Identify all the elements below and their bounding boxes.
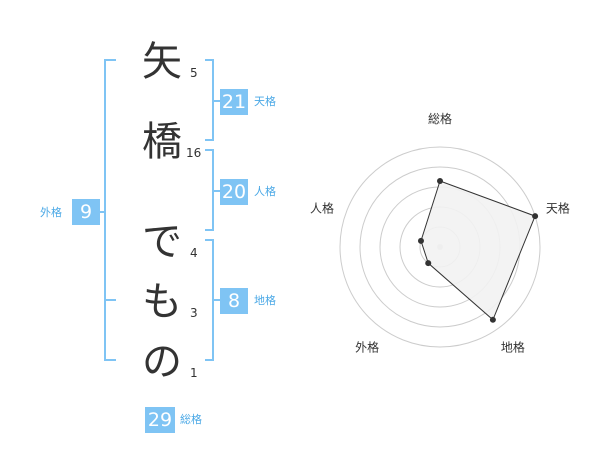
tenkaku-label: 天格 xyxy=(254,95,276,108)
radar-point-5 xyxy=(417,237,424,244)
soukaku-value-badge: 29 xyxy=(145,407,175,433)
radar-axis-label-3: 地格 xyxy=(501,339,525,354)
radar-series-polygon xyxy=(420,180,536,321)
radar-point-1 xyxy=(437,178,443,184)
gaikaku-value-badge: 9 xyxy=(72,199,100,225)
name-char-2: 橋 xyxy=(142,119,182,165)
radar-point-4 xyxy=(425,260,432,267)
radar-axis-label-5: 人格 xyxy=(310,201,334,216)
stroke-count-5: 1 xyxy=(190,366,198,380)
stroke-count-1: 5 xyxy=(190,66,198,80)
name-char-1: 矢 xyxy=(142,39,182,85)
gaikaku-label: 外格 xyxy=(40,206,62,219)
radar-axis-label-1: 総格 xyxy=(428,111,452,126)
jinkaku-label: 人格 xyxy=(254,185,276,198)
tenkaku-value-badge: 21 xyxy=(220,89,248,115)
radar-point-2 xyxy=(532,213,539,220)
chikaku-value-badge: 8 xyxy=(220,288,248,314)
stroke-count-3: 4 xyxy=(190,246,198,260)
name-char-5: の xyxy=(142,339,182,385)
radar-grid-ring xyxy=(339,146,541,348)
name-char-3: で xyxy=(142,219,182,265)
jinkaku-value-badge: 20 xyxy=(220,179,248,205)
chikaku-label: 地格 xyxy=(254,294,276,307)
radar-point-3 xyxy=(489,316,496,323)
stroke-count-4: 3 xyxy=(190,306,198,320)
radar-axis-label-4: 外格 xyxy=(355,339,379,354)
name-char-4: も xyxy=(142,279,182,325)
stroke-count-2: 16 xyxy=(186,146,202,160)
radar-axis-label-2: 天格 xyxy=(546,201,570,216)
soukaku-label: 総格 xyxy=(180,413,202,426)
